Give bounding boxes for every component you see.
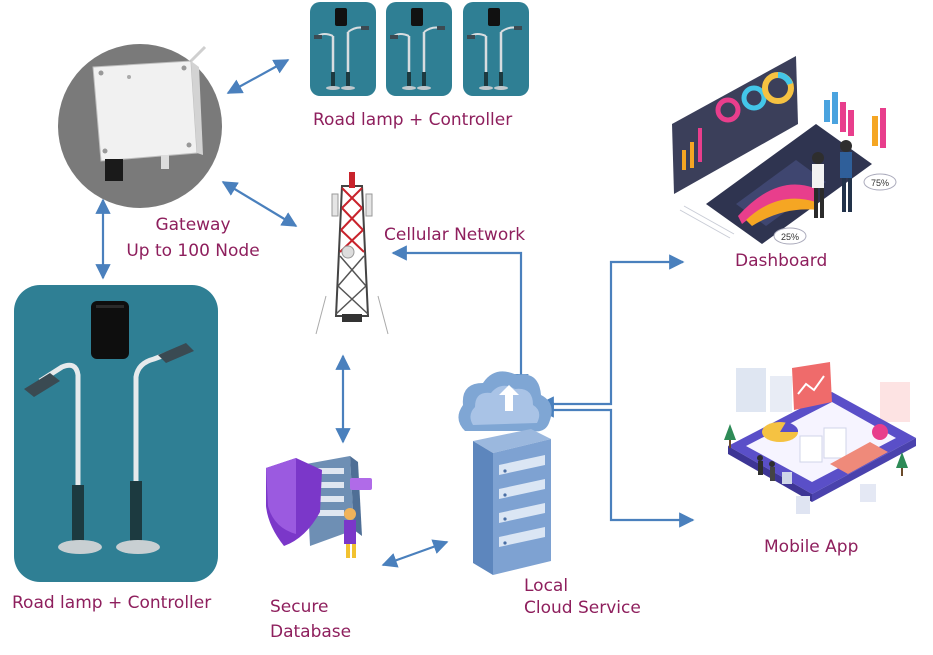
cell-tower-image [312, 166, 392, 342]
road-lamp-large-tile [14, 285, 218, 582]
gateway-label-line1: Gateway [155, 215, 231, 235]
local-cloud-label-line2: Cloud Service [524, 598, 641, 618]
arrow-database-cloud [381, 539, 449, 568]
road-lamp-tile-3 [463, 2, 529, 96]
road-lamp-icon [467, 8, 522, 90]
local-cloud-label-line1: Local [524, 576, 569, 596]
arrow-cloud-mobile [538, 402, 695, 528]
mobile-app-image [720, 362, 920, 520]
road-lamp-tile-2 [386, 2, 452, 96]
gateway-label: Gateway Up to 100 Node [118, 214, 268, 262]
road-lamp-tile-1 [310, 2, 376, 96]
secure-database-image [262, 456, 380, 566]
gateway-label-line2: Up to 100 Node [126, 241, 260, 261]
dashboard-badge-75: 75% [871, 178, 889, 188]
arrow-gateway-lamps [226, 59, 290, 94]
secure-database-label: Secure Database [270, 596, 351, 643]
road-lamp-icon [314, 8, 369, 90]
road-lamp-bottom-label: Road lamp + Controller [12, 593, 212, 613]
dashboard-label: Dashboard [735, 251, 828, 271]
arrow-gateway-tower [221, 181, 298, 227]
secure-database-label-line2: Database [270, 622, 352, 642]
road-lamp-icon [390, 8, 445, 90]
local-cloud-label: Local Cloud Service [524, 575, 641, 619]
arrow-cloud-dashboard [538, 254, 685, 412]
dashboard-badge-25: 25% [781, 232, 799, 242]
road-lamp-top-label: Road lamp + Controller [313, 110, 513, 130]
street-lamp-icon [24, 301, 194, 554]
mobile-app-label: Mobile App [764, 537, 859, 557]
secure-database-label-line1: Secure [270, 597, 329, 617]
arrow-cloud-tower [391, 245, 529, 390]
cellular-network-label: Cellular Network [384, 225, 526, 245]
gateway-device-image [57, 43, 223, 209]
cloud-server-image [453, 365, 559, 583]
dashboard-image: 75% 25% [666, 54, 906, 246]
